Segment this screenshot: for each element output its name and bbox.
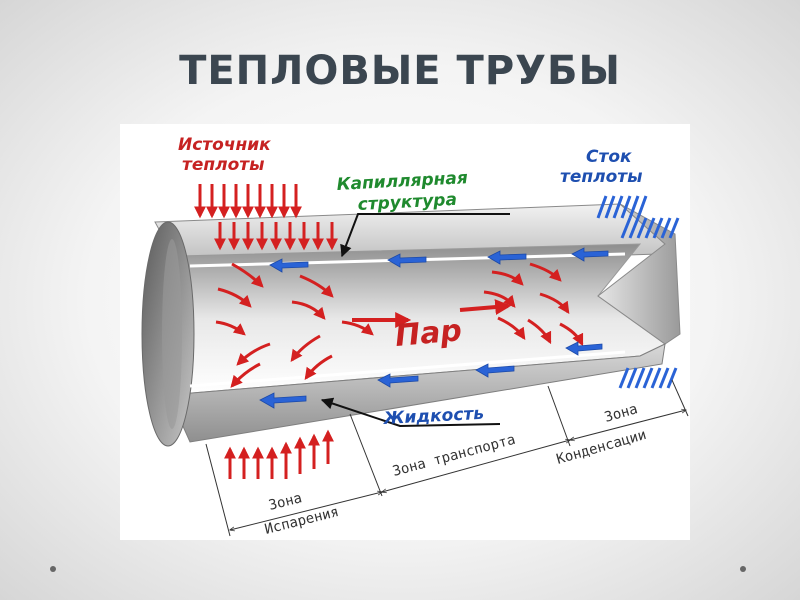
vapor-label: Пар	[394, 313, 464, 354]
label-pointers	[320, 213, 510, 428]
heat-sink-arrows	[596, 195, 680, 389]
heat-source-label-line2: теплоты	[182, 155, 265, 175]
heat-inflow-arrows	[224, 429, 334, 479]
zone-evaporation-label-line1: Зона	[267, 490, 304, 514]
heat-source-label-line1: Источник	[178, 135, 271, 155]
slide-nav-dot-left	[50, 566, 56, 572]
liquid-return-arrows	[259, 247, 609, 409]
page-title: ТЕПЛОВЫЕ ТРУБЫ	[179, 48, 621, 94]
heat-source-arrows	[194, 184, 338, 251]
heat-sink-label-line2: теплоты	[560, 167, 643, 187]
zone-condensation-label-line1: Зона	[603, 401, 640, 426]
heat-pipe-diagram: Источник теплоты Капиллярная структура С…	[120, 124, 690, 540]
zone-dimension-lines	[205, 379, 689, 537]
zone-transport-label: Зона транспорта	[391, 432, 517, 480]
evaporation-arrows	[215, 262, 374, 388]
zone-condensation-label-line2: Конденсации	[555, 427, 649, 468]
vapor-flow-arrows	[352, 299, 512, 328]
condensation-arrows	[483, 262, 584, 347]
heat-sink-label-line1: Сток	[586, 147, 632, 167]
heat-pipe-svg: Источник теплоты Капиллярная структура С…	[141, 135, 689, 538]
slide-nav-dot-right	[740, 566, 746, 572]
